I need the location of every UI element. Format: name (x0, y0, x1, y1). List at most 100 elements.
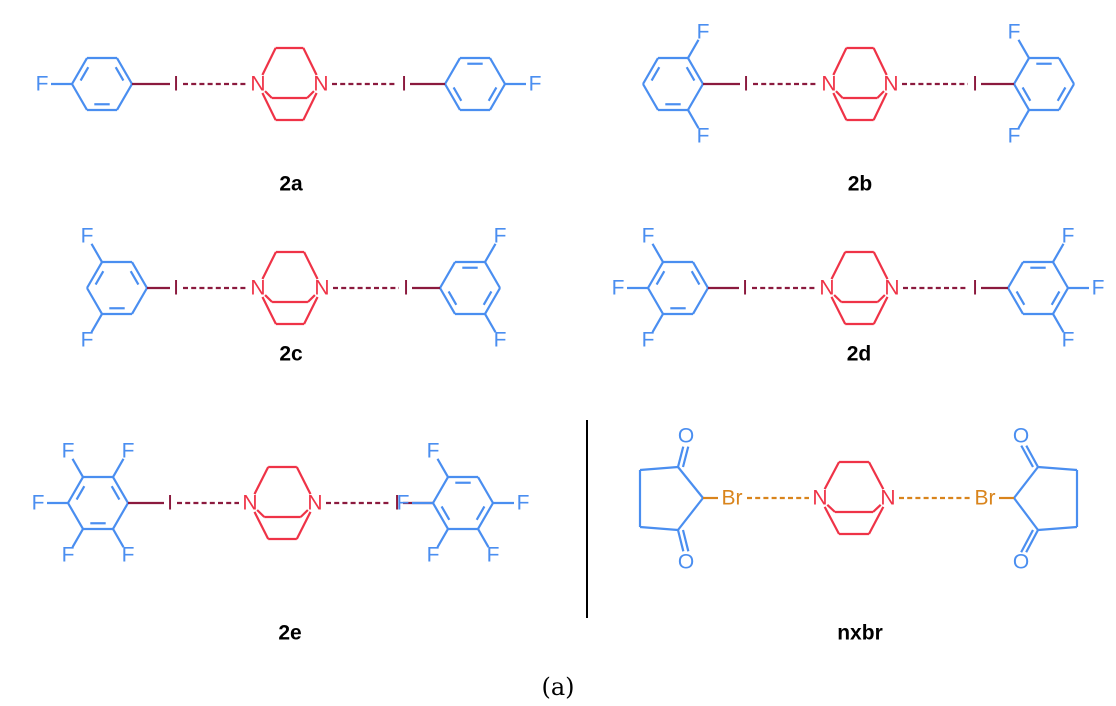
cage-bond (830, 296, 847, 325)
nitrogen-atom: N (883, 73, 898, 96)
iodine-atom: I (743, 73, 749, 96)
fluorine-atom: F (81, 225, 94, 248)
cage-bond (303, 296, 319, 325)
ring-bond (477, 502, 494, 530)
carbonyl-double-bond (681, 446, 690, 468)
cage-bond (833, 294, 843, 303)
cage-bond (823, 461, 841, 490)
ring-bond (432, 502, 449, 530)
ring-bond (484, 287, 501, 315)
c-f-bond (90, 243, 103, 263)
fluorine-atom: F (427, 543, 440, 566)
iodine-atom: I (394, 492, 400, 515)
ring-double-bond (110, 485, 121, 501)
ring-bond (444, 83, 461, 111)
fluorine-atom: F (81, 328, 94, 351)
ring-double-bond (452, 86, 463, 102)
nitrogen-atom: N (307, 492, 322, 515)
carbonyl-double-bond (681, 529, 690, 552)
carbonyl-bond (1025, 445, 1039, 468)
ring-double-bond (655, 270, 666, 286)
nitrogen-atom: N (819, 277, 834, 300)
c-f-bond (71, 528, 84, 548)
ring-double-bond (1056, 86, 1067, 102)
fluorine-atom: F (32, 492, 45, 515)
oxygen-atom: O (1013, 551, 1029, 574)
cage-bond (835, 90, 844, 99)
ring-bond (642, 83, 659, 111)
compound-label: 2d (847, 343, 872, 366)
fluorine-atom: F (494, 328, 507, 351)
compound-label: 2e (278, 622, 301, 645)
cage-bond (261, 47, 277, 76)
ring-bond (1058, 57, 1075, 85)
c-f-bond (651, 313, 664, 333)
oxygen-atom: O (678, 425, 694, 448)
c-f-bond (651, 243, 664, 263)
ring-bond (131, 287, 148, 315)
ring-bond (692, 287, 709, 315)
ring-bond (687, 57, 704, 85)
oxygen-atom: O (678, 551, 694, 574)
iodine-atom: I (742, 277, 748, 300)
ring-double-bond (447, 290, 458, 306)
carbonyl-bond (1025, 529, 1039, 553)
ring-double-bond (482, 290, 493, 306)
ring-bond (71, 57, 88, 85)
carbonyl-double-bond (1020, 529, 1034, 553)
ring-bond (432, 476, 449, 504)
ring-bond (677, 497, 704, 531)
c-f-bond (1052, 243, 1065, 263)
nitrogen-atom: N (313, 73, 328, 96)
ring-bond (1052, 261, 1069, 289)
ring-bond (1058, 83, 1075, 111)
ring-bond (639, 525, 679, 532)
nitrogen-atom: N (884, 277, 899, 300)
ring-double-bond (685, 66, 696, 82)
cage-bond (306, 90, 315, 99)
fluorine-atom: F (36, 73, 49, 96)
nitrogen-atom: N (880, 487, 895, 510)
ring-bond (1013, 497, 1039, 531)
c-f-bond (1017, 39, 1030, 59)
ring-double-bond (440, 505, 451, 521)
cage-bond (302, 92, 318, 121)
ring-bond (86, 261, 103, 289)
cage-bond (830, 251, 847, 280)
cage-bond (261, 92, 277, 121)
cage-bond (256, 509, 266, 518)
ring-double-bond (129, 270, 140, 286)
cage-bond (867, 506, 885, 535)
ring-bond (484, 261, 501, 289)
cage-bond (876, 294, 886, 303)
c-f-bond (687, 109, 700, 129)
figure-caption: (a) (541, 673, 574, 701)
fluorine-atom: F (642, 328, 655, 351)
c-f-bond (436, 528, 449, 548)
ring-double-bond (487, 86, 498, 102)
ring-bond (116, 83, 133, 111)
fluorine-atom: F (517, 492, 530, 515)
fluorine-atom: F (494, 225, 507, 248)
ring-bond (639, 465, 679, 472)
ring-bond (112, 502, 129, 530)
nitrogen-atom: N (821, 73, 836, 96)
compound-label: 2b (848, 173, 873, 196)
nitrogen-atom: N (242, 492, 257, 515)
ring-bond (1037, 525, 1078, 532)
fluorine-atom: F (62, 440, 75, 463)
fluorine-atom: F (1062, 328, 1075, 351)
ring-double-bond (650, 66, 661, 82)
cage-bond (872, 504, 882, 513)
bromine-atom: Br (722, 487, 743, 510)
bromine-atom: Br (975, 487, 996, 510)
c-f-bond (436, 458, 449, 478)
ring-bond (67, 476, 84, 504)
ring-bond (677, 466, 704, 499)
cage-bond (264, 294, 273, 303)
ring-double-bond (475, 505, 486, 521)
ring-double-bond (1015, 290, 1026, 306)
ring-double-bond (75, 485, 86, 501)
